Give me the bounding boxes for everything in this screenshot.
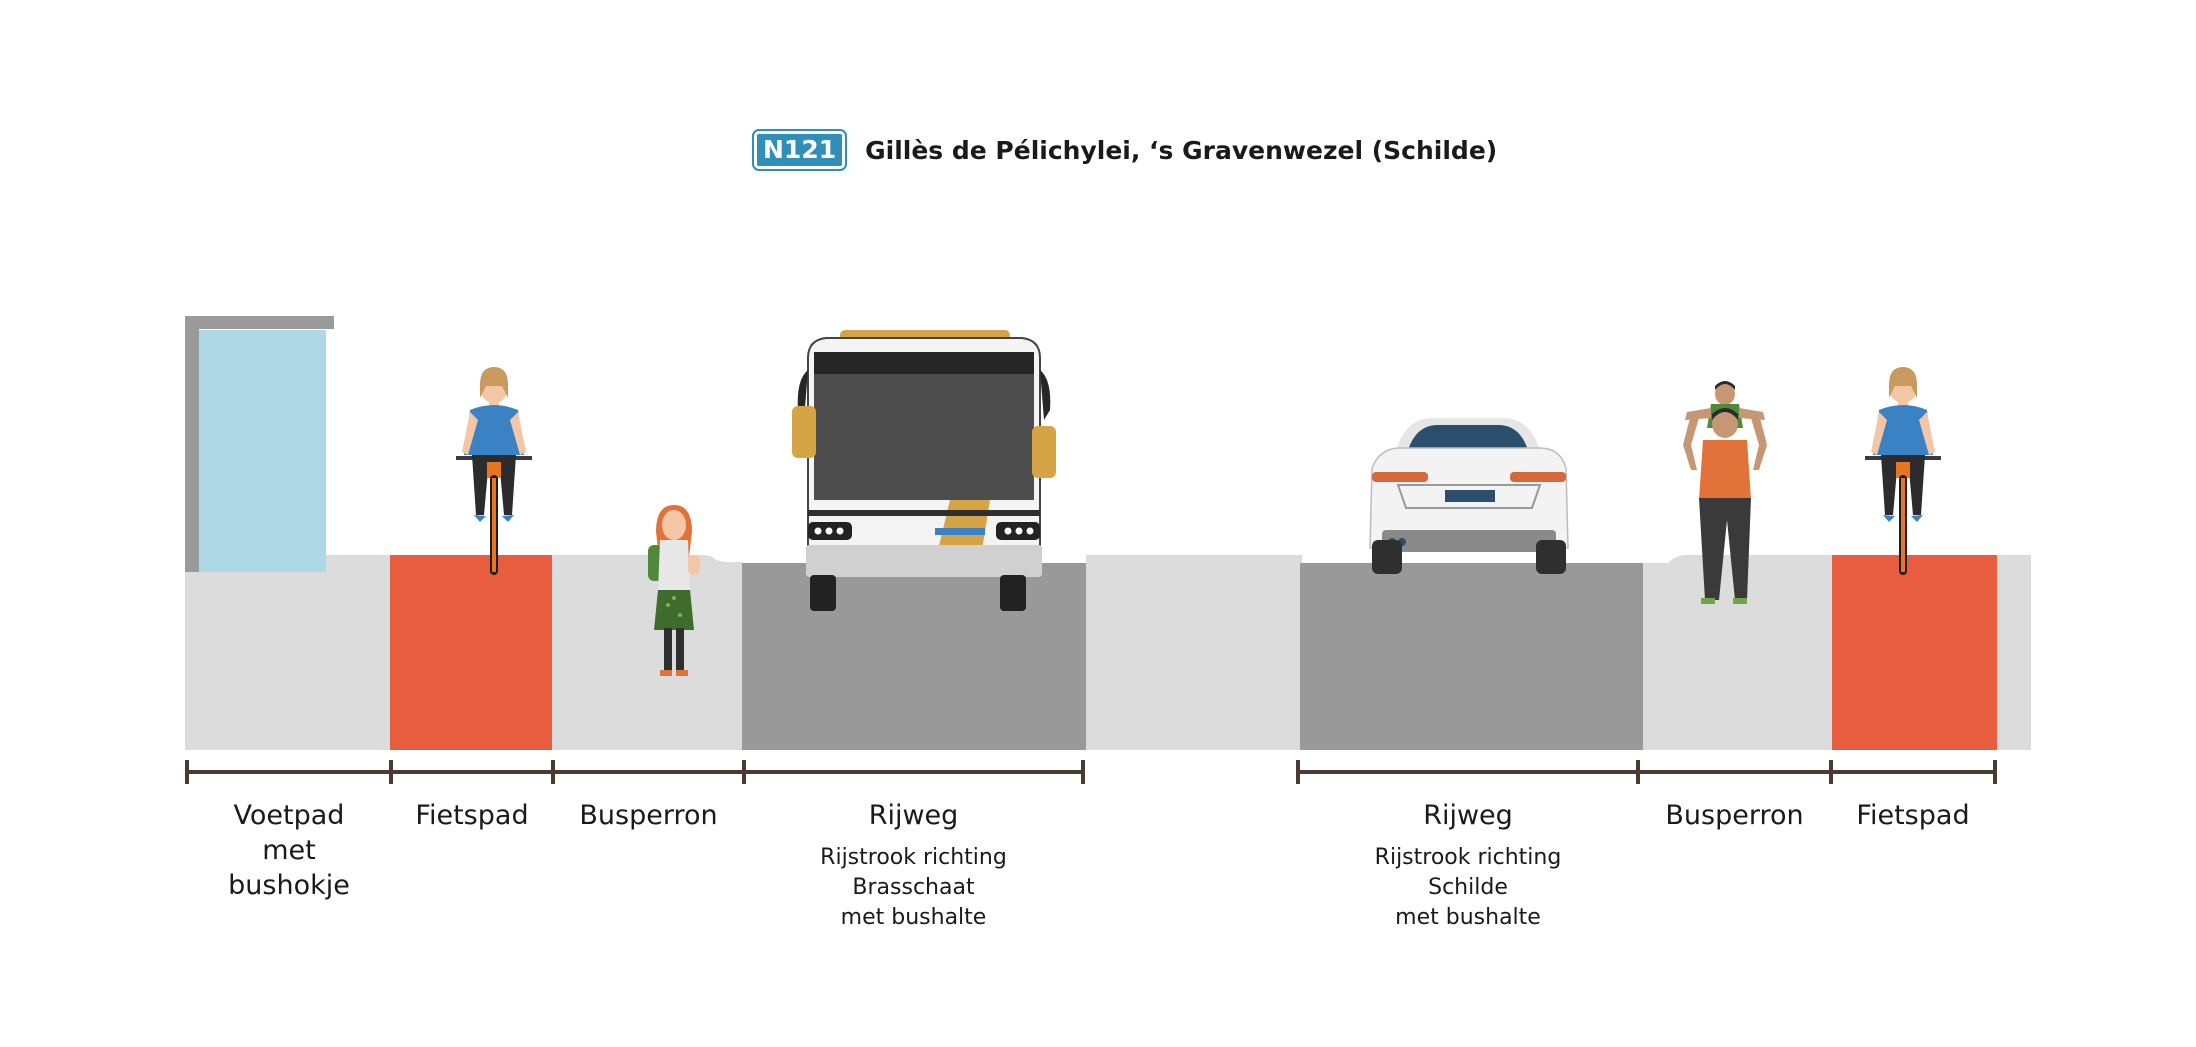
bike-lane-left xyxy=(390,555,553,750)
adult-with-child xyxy=(1683,381,1767,604)
bus-mirror-right xyxy=(1032,426,1056,478)
label-line: Busperron xyxy=(579,800,718,831)
segment-label-rijweg-right: Rijweg xyxy=(1300,798,1636,833)
bus-headlights xyxy=(808,522,1040,540)
shelter-glass xyxy=(198,330,326,572)
bus-platform-right xyxy=(1643,555,1833,750)
label-line: Busperron xyxy=(1665,800,1804,831)
bus-mirror-left xyxy=(792,406,816,458)
bus-windshield xyxy=(814,352,1034,500)
label-line: Fietspad xyxy=(1856,800,1970,831)
sublabel-line: Rijstrook richting xyxy=(820,845,1007,870)
bus-platform-left xyxy=(552,555,742,750)
label-line: Voetpad xyxy=(233,800,345,831)
label-line: met xyxy=(262,835,316,866)
segment-label-rijweg-left: Rijweg xyxy=(746,798,1081,833)
bus-wheel-right xyxy=(1000,575,1026,611)
sublabel-line: met bushalte xyxy=(1395,905,1541,930)
segment-label-fietspad-left: Fietspad xyxy=(393,798,551,833)
segment-label-voetpad: Voetpad met bushokje xyxy=(189,798,389,903)
roadway-right xyxy=(1300,563,1643,750)
road-name-title: Gillès de Pélichylei, ‘s Gravenwezel (Sc… xyxy=(865,135,1498,165)
sidewalk-left xyxy=(185,555,391,750)
bus-wheel-left xyxy=(810,575,836,611)
child-with-backpack xyxy=(648,505,700,676)
segment-label-fietspad-right: Fietspad xyxy=(1833,798,1993,833)
sublabel-line: Schilde xyxy=(1428,875,1508,900)
segment-sublabel-rijweg-left: Rijstrook richting Brasschaat met bushal… xyxy=(746,843,1081,933)
sidewalk-right-edge xyxy=(1997,555,2031,750)
segment-sublabel-rijweg-right: Rijstrook richting Schilde met bushalte xyxy=(1300,843,1636,933)
car-taillight-right xyxy=(1510,472,1566,482)
bike-lane-right xyxy=(1832,555,1998,750)
road-number-badge: N121 xyxy=(751,129,848,171)
label-line: bushokje xyxy=(228,870,350,901)
median xyxy=(1086,555,1302,750)
roadway-left xyxy=(742,563,1086,750)
segment-label-busperron-right: Busperron xyxy=(1640,798,1829,833)
car xyxy=(1369,418,1569,574)
cyclist-right xyxy=(1865,367,1941,575)
cyclist-left xyxy=(456,367,532,575)
dimension-lines xyxy=(185,760,1997,784)
car-rear-window xyxy=(1408,425,1528,450)
car-license-plate xyxy=(1445,490,1495,502)
bus xyxy=(792,330,1056,611)
shelter-roof xyxy=(185,316,334,329)
shelter-pole xyxy=(185,316,199,572)
surfaces xyxy=(185,555,2031,750)
sublabel-line: Brasschaat xyxy=(852,875,975,900)
label-line: Fietspad xyxy=(415,800,529,831)
title-row: N121 Gillès de Pélichylei, ‘s Gravenweze… xyxy=(751,129,1498,171)
car-wheel-left xyxy=(1372,540,1402,574)
sublabel-line: met bushalte xyxy=(840,905,987,930)
segment-label-busperron-left: Busperron xyxy=(555,798,742,833)
sublabel-line: Rijstrook richting xyxy=(1374,845,1562,870)
label-line: Rijweg xyxy=(868,800,959,831)
car-taillight-left xyxy=(1372,472,1428,482)
car-wheel-right xyxy=(1536,540,1566,574)
bus-shelter xyxy=(185,316,334,572)
label-line: Rijweg xyxy=(1423,800,1513,831)
